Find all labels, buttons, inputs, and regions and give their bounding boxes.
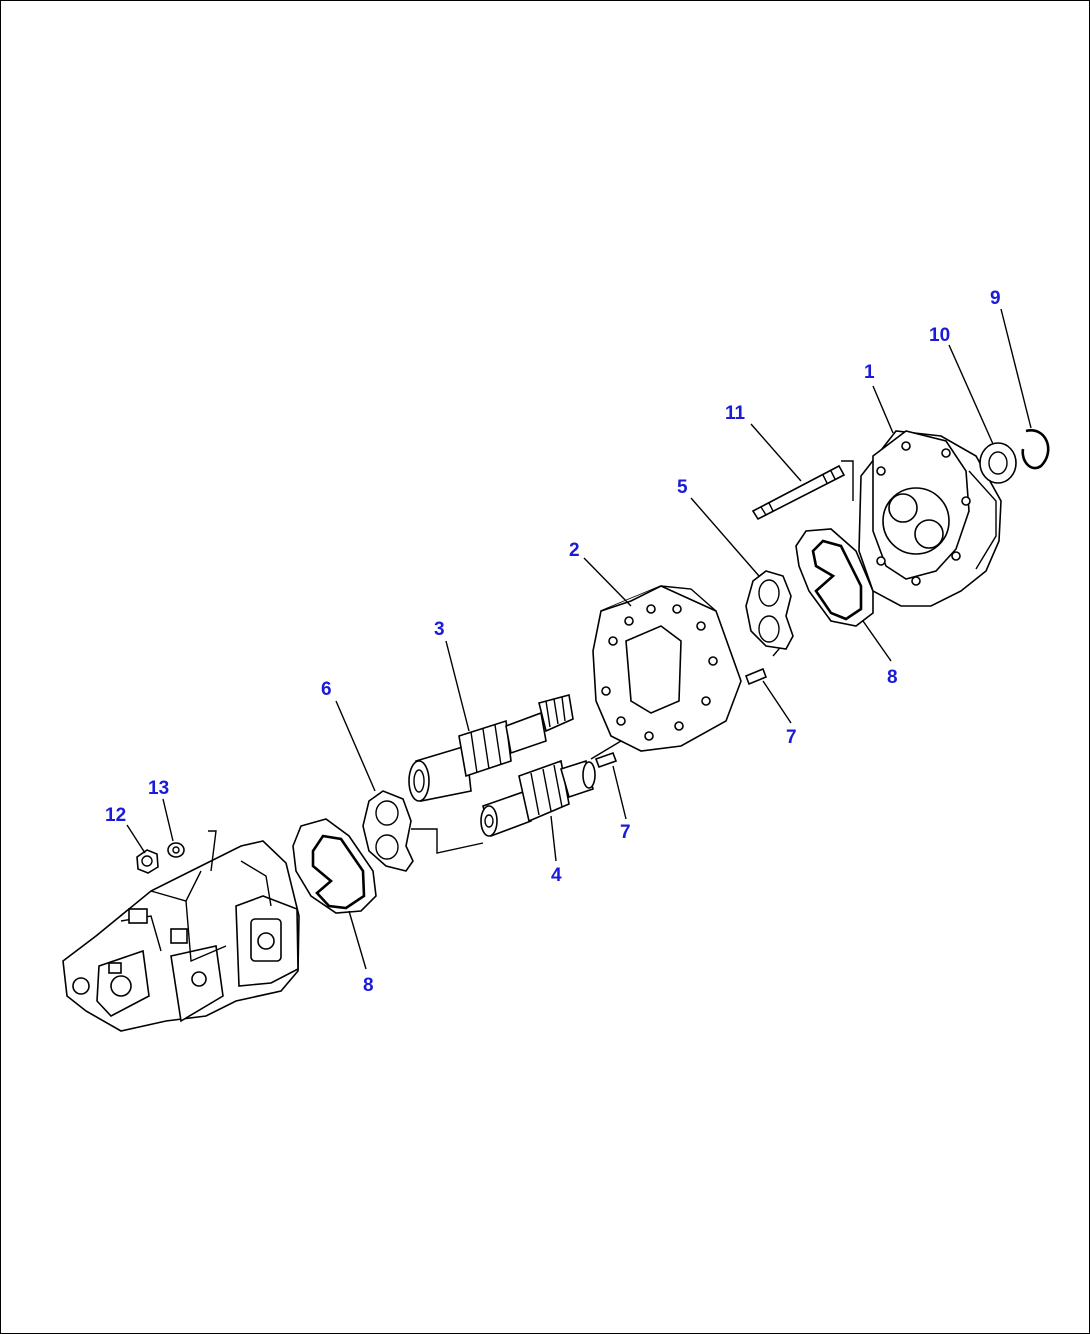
callout-5: 5: [677, 477, 688, 498]
stud-bolt-11: [751, 464, 846, 521]
callout-9: 9: [990, 288, 1001, 309]
side-plate-5: [745, 570, 794, 650]
lock-nut-10: [979, 442, 1017, 484]
dowel-pin-7-upper: [744, 667, 768, 686]
gasket-8-right: [795, 528, 874, 627]
gear-case-2: [592, 585, 742, 752]
driven-gear-4: [480, 759, 596, 838]
callout-12: 12: [105, 805, 126, 826]
pump-assembly: [62, 830, 300, 1032]
dowel-pin-7-lower: [594, 751, 618, 769]
leader-lines: [126, 308, 1032, 970]
gasket-8-left: [292, 818, 377, 914]
pump-cover-1: [858, 430, 1002, 607]
callout-7-upper: 7: [786, 727, 797, 748]
callout-8-left: 8: [363, 975, 374, 996]
callout-6: 6: [321, 679, 332, 700]
callout-1: 1: [864, 362, 875, 383]
snap-ring-9: [1021, 429, 1050, 470]
washer-13: [167, 842, 185, 858]
drive-gear-3: [408, 694, 574, 802]
callout-3: 3: [434, 619, 445, 640]
side-plate-6: [362, 790, 414, 872]
callout-11: 11: [725, 403, 746, 424]
callouts: 1 2 3 4 5 6 7 7 8 8 9 10 11 12 13: [105, 288, 1001, 996]
callout-10: 10: [929, 325, 950, 346]
callout-2: 2: [569, 540, 580, 561]
callout-4: 4: [551, 865, 562, 886]
callout-8-right: 8: [887, 667, 898, 688]
callout-13: 13: [148, 778, 169, 799]
callout-7-lower: 7: [620, 822, 631, 843]
nut-12: [136, 849, 159, 874]
